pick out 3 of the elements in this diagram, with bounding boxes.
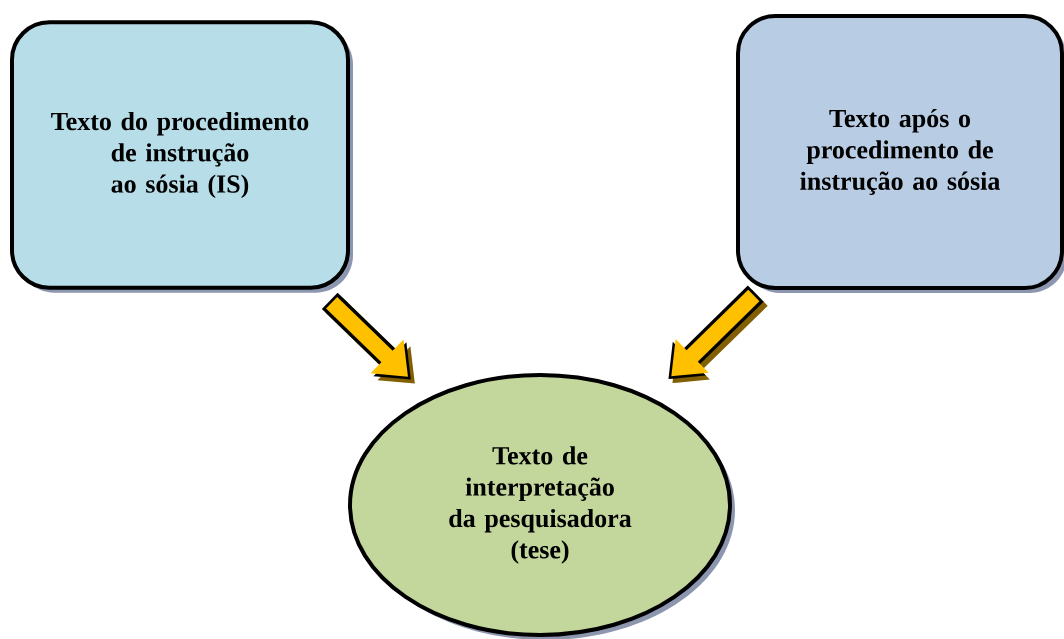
process-box: Texto após o procedimento de instrução ao sósia <box>736 14 1064 293</box>
block-arrow <box>321 292 415 384</box>
process-box: Texto do procedimento de instrução ao sósia (IS) <box>10 20 353 293</box>
